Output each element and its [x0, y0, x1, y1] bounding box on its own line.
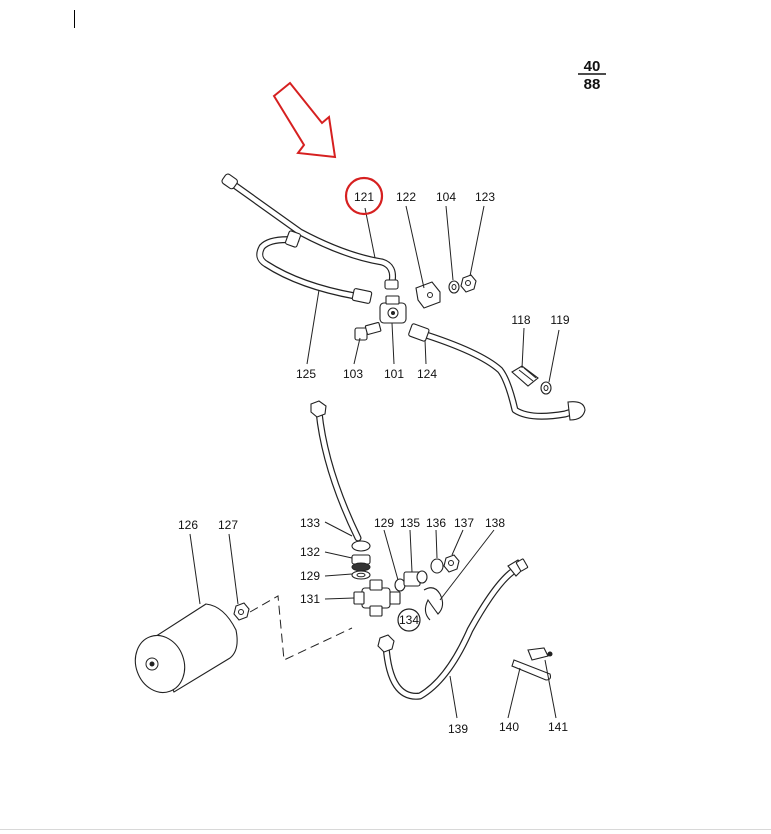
right-fittings: [394, 554, 460, 592]
clip-141: [527, 647, 553, 661]
bracket-122: [415, 281, 441, 309]
part-label-134: 134: [399, 613, 419, 627]
part-label-129-left: 129: [300, 569, 320, 583]
part-label-141: 141: [548, 720, 568, 734]
part-label-138: 138: [485, 516, 505, 530]
fitting-stack: [351, 540, 371, 580]
page-number-top: 40: [584, 58, 601, 75]
upper-leader-lines: [306, 205, 560, 383]
hose-133: [310, 400, 362, 542]
key-140: [511, 659, 552, 681]
pipe-139: [377, 558, 529, 700]
upper-pipe-121: [221, 173, 399, 290]
part-label-126: 126: [178, 518, 198, 532]
page-number-bottom: 88: [584, 76, 601, 93]
bolt-103: [354, 321, 382, 341]
part-label-140: 140: [499, 720, 519, 734]
washer-104: [448, 280, 460, 294]
part-label-139: 139: [448, 722, 468, 736]
part-labels: 121 122 104 123 118 119 125 103 101 124 …: [178, 176, 570, 736]
nut-123: [460, 274, 477, 293]
filter-126: [134, 603, 238, 694]
part-label-101: 101: [384, 367, 404, 381]
part-label-131: 131: [300, 592, 320, 606]
part-label-121: 121: [354, 190, 374, 204]
upper-pipe-125: [256, 230, 373, 304]
part-label-133: 133: [300, 516, 320, 530]
part-label-135: 135: [400, 516, 420, 530]
part-label-125: 125: [296, 367, 316, 381]
pipe-124: [408, 323, 586, 421]
callout-134: [397, 608, 421, 632]
lower-leader-lines: [189, 521, 557, 719]
part-label-104: 104: [436, 190, 456, 204]
part-label-124: 124: [417, 367, 437, 381]
part-label-103: 103: [343, 367, 363, 381]
distributor-block-101: [379, 295, 407, 324]
part-label-118: 118: [511, 313, 530, 327]
part-label-119: 119: [550, 313, 569, 327]
part-label-123: 123: [475, 190, 495, 204]
highlight-circle: [344, 176, 384, 216]
part-label-122: 122: [396, 190, 416, 204]
footer-divider: [0, 829, 771, 830]
dashed-connection: [249, 595, 353, 661]
clip-138: [423, 587, 444, 621]
washer-119: [540, 381, 552, 395]
page-number: 40 88: [578, 58, 606, 93]
part-label-132: 132: [300, 545, 320, 559]
cross-fitting-131: [353, 579, 401, 617]
part-label-127: 127: [218, 518, 238, 532]
banjo-bolt-118: [511, 365, 539, 387]
part-label-136: 136: [426, 516, 446, 530]
nut-127: [233, 602, 250, 621]
part-label-129-right: 129: [374, 516, 394, 530]
part-label-137: 137: [454, 516, 474, 530]
highlight-arrow: [272, 81, 337, 159]
text-cursor: [74, 10, 75, 28]
